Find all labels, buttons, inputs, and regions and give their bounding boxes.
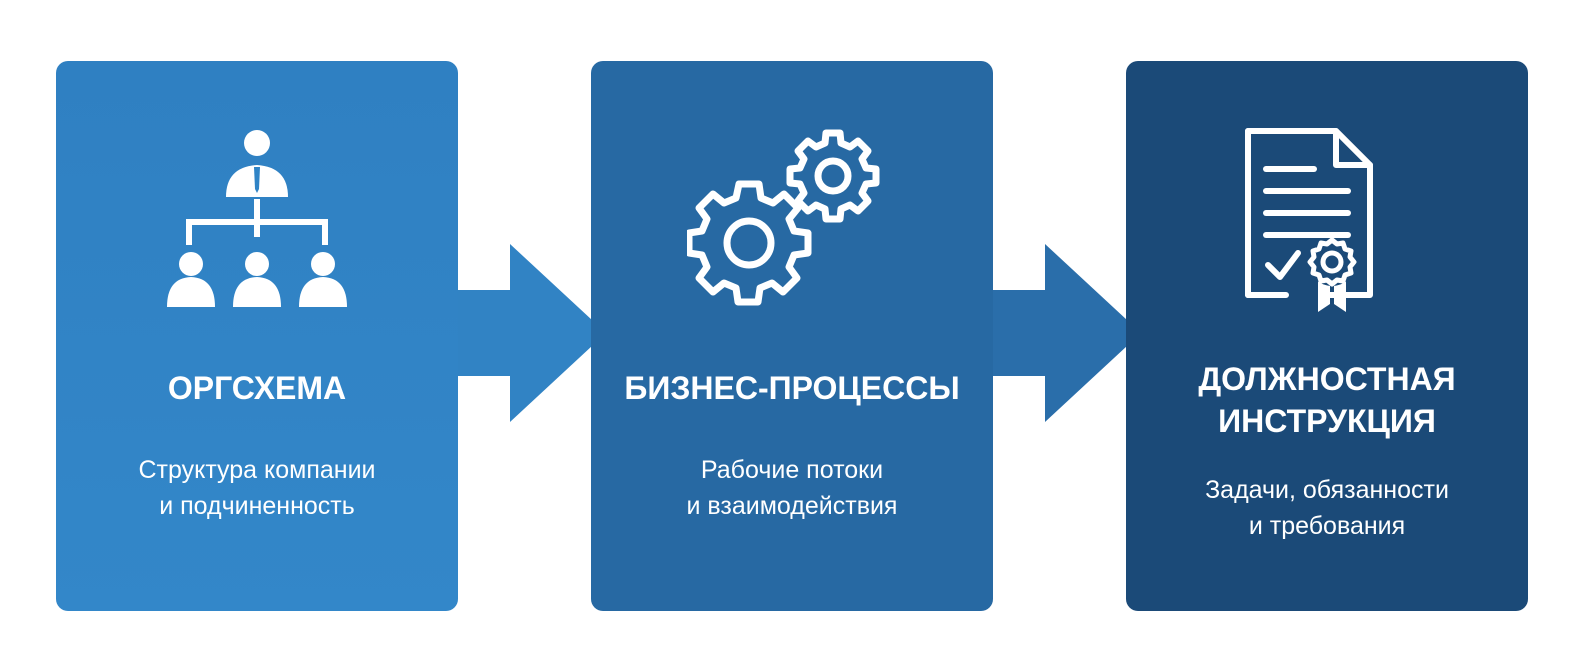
arrow-connector-2 bbox=[993, 244, 1141, 422]
step-description: Рабочие потоки и взаимодействия bbox=[686, 456, 898, 520]
gears-icon bbox=[687, 129, 880, 306]
step-card-job-description: ДОЛЖНОСТНАЯ ИНСТРУКЦИЯ Задачи, обязаннос… bbox=[1126, 61, 1528, 611]
step-card-org-chart: ОРГСХЕМА Структура компании и подчиненно… bbox=[56, 61, 458, 611]
certified-document-icon bbox=[1245, 128, 1373, 312]
step-title: БИЗНЕС-ПРОЦЕССЫ bbox=[624, 370, 960, 406]
step-description: Задачи, обязанности и требования bbox=[1205, 476, 1449, 540]
arrow-connector-1 bbox=[458, 244, 606, 422]
step-title: ДОЛЖНОСТНАЯ ИНСТРУКЦИЯ bbox=[1198, 361, 1456, 439]
step-card-business-processes: БИЗНЕС-ПРОЦЕССЫ Рабочие потоки и взаимод… bbox=[591, 61, 993, 611]
org-chart-icon bbox=[167, 130, 347, 307]
step-description: Структура компании и подчиненность bbox=[138, 456, 376, 520]
step-title: ОРГСХЕМА bbox=[167, 370, 347, 406]
